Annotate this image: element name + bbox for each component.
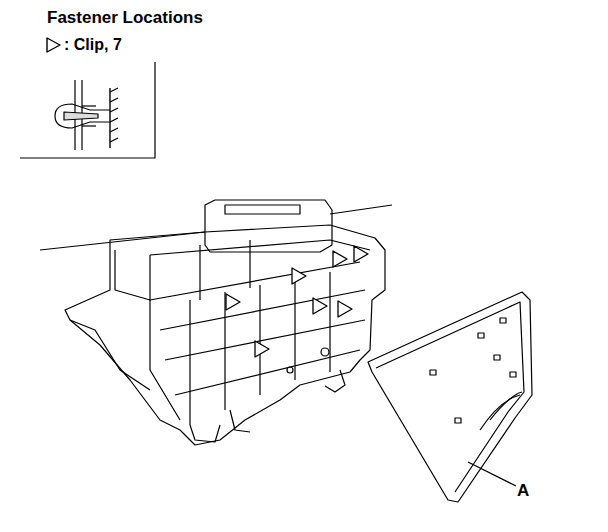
inset-frame [20, 62, 155, 158]
diagram-title: Fastener Locations [47, 8, 203, 28]
clip-detail [55, 80, 118, 150]
reference-line [330, 205, 392, 214]
clip-symbol [47, 38, 60, 52]
leader-line [468, 462, 516, 486]
part-label: A [517, 481, 529, 501]
reference-line [40, 232, 205, 250]
clip-markers [226, 246, 368, 357]
legend-text: : Clip, 7 [64, 36, 122, 54]
heater-housing [65, 200, 385, 445]
cover-panel [368, 292, 532, 502]
